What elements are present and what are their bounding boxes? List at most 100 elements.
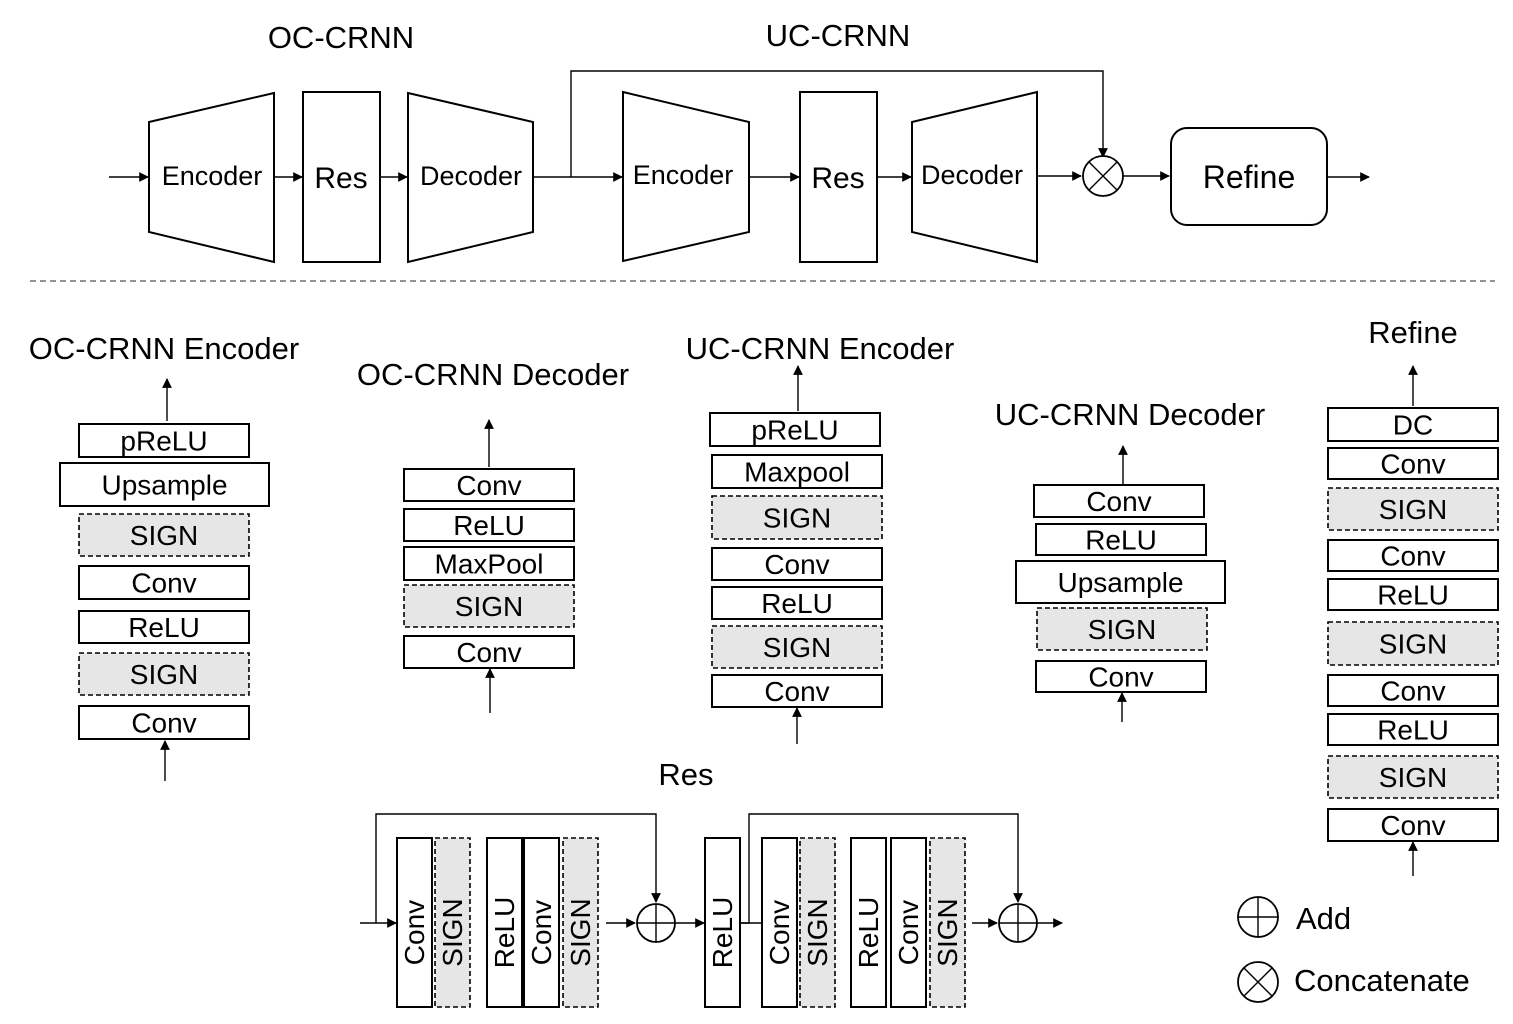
uc-decoder-detail-title: UC-CRNN Decoder	[995, 397, 1265, 432]
uc-encoder-sign-layer	[711, 495, 883, 540]
res-detail-title: Res	[658, 757, 713, 792]
oc-crnn-title: OC-CRNN	[268, 20, 414, 55]
oc-decoder-sign-layer	[403, 584, 575, 628]
oc-decoder-relu-layer	[403, 508, 575, 542]
res-sign-label: SIGN	[565, 898, 596, 966]
uc-encoder-conv-layer	[711, 674, 883, 708]
oc-encoder-sign-label: SIGN	[130, 659, 198, 690]
refine-conv-layer	[1327, 539, 1499, 572]
res-conv-label: Conv	[526, 900, 557, 965]
uc-decoder-conv-label: Conv	[1088, 662, 1153, 693]
uc-decoder-conv-layer	[1035, 660, 1207, 693]
oc-decoder-conv-layer	[403, 468, 575, 502]
uc-encoder-label: Encoder	[633, 160, 734, 190]
oc-encoder-prelu-label: pReLU	[120, 426, 207, 457]
uc-encoder-prelu-layer	[709, 412, 881, 447]
res-sign-layer	[434, 837, 471, 1008]
uc-res-label: Res	[811, 162, 864, 195]
refine-conv-label: Conv	[1380, 541, 1445, 572]
uc-encoder-sign-layer	[711, 625, 883, 669]
oc-decoder-maxpool-layer	[403, 546, 575, 581]
oc-encoder-upsample-layer	[59, 462, 270, 507]
oc-encoder-sign-layer	[78, 513, 250, 557]
res-skip-1	[375, 813, 661, 923]
uc-encoder-sign-label: SIGN	[763, 503, 831, 534]
res-conv-label: Conv	[764, 900, 795, 965]
uc-encoder-conv-label: Conv	[764, 676, 829, 707]
uc-encoder-detail-title: UC-CRNN Encoder	[686, 331, 955, 366]
res-conv-layer	[761, 837, 798, 1008]
oc-decoder-conv-label: Conv	[456, 637, 521, 668]
refine-sign-layer	[1327, 755, 1499, 799]
oc-decoder-conv-label: Conv	[456, 470, 521, 501]
uc-encoder-block	[622, 90, 750, 263]
concatenate-icon	[1237, 961, 1279, 1003]
oc-encoder-relu-label: ReLU	[128, 612, 200, 643]
oc-encoder-conv-layer	[78, 565, 250, 600]
uc-decoder-sign-label: SIGN	[1088, 614, 1156, 645]
res-sign-layer	[799, 837, 836, 1008]
oc-encoder-block	[148, 91, 275, 264]
uc-decoder-relu-label: ReLU	[1085, 525, 1157, 556]
oc-encoder-conv-label: Conv	[131, 708, 196, 739]
uc-crnn-title: UC-CRNN	[766, 18, 911, 53]
oc-res-label: Res	[314, 162, 367, 195]
refine-dc-label: DC	[1393, 410, 1433, 441]
res-sign-layer	[929, 837, 966, 1008]
oc-encoder-conv-layer	[78, 705, 250, 740]
refine-conv-layer	[1327, 808, 1499, 842]
uc-encoder-relu-label: ReLU	[761, 588, 833, 619]
oc-decoder-label: Decoder	[420, 161, 522, 191]
oc-decoder-detail-title: OC-CRNN Decoder	[357, 357, 629, 392]
oc-encoder-label: Encoder	[162, 161, 263, 191]
refine-conv-layer	[1327, 447, 1499, 480]
uc-decoder-label: Decoder	[921, 160, 1023, 190]
uc-decoder-upsample-layer	[1015, 560, 1226, 604]
oc-encoder-sign-label: SIGN	[130, 520, 198, 551]
refine-conv-label: Conv	[1380, 449, 1445, 480]
uc-decoder-block	[911, 90, 1038, 264]
refine-detail-title: Refine	[1368, 315, 1458, 350]
uc-decoder-conv-layer	[1033, 484, 1205, 518]
legend-concatenate-label: Concatenate	[1294, 963, 1470, 998]
oc-encoder-relu-layer	[78, 610, 250, 644]
res-relu-layer	[850, 837, 887, 1008]
refine-relu-label: ReLU	[1377, 715, 1449, 746]
res-conv-label: Conv	[399, 900, 430, 965]
res-relu-label: ReLU	[853, 897, 884, 969]
refine-sign-layer	[1327, 621, 1499, 666]
refine-conv-label: Conv	[1380, 810, 1445, 841]
uc-encoder-maxpool-layer	[711, 454, 883, 489]
res-conv-layer	[396, 837, 433, 1008]
refine-sign-label: SIGN	[1379, 762, 1447, 793]
res-relu-layer	[704, 837, 741, 1008]
res-relu-label: ReLU	[489, 897, 520, 969]
legend-add-label: Add	[1296, 901, 1351, 936]
oc-res-block	[302, 91, 381, 263]
refine-sign-label: SIGN	[1379, 494, 1447, 525]
res-conv-layer	[890, 837, 927, 1008]
skip-connection	[570, 70, 1108, 177]
uc-encoder-relu-layer	[711, 586, 883, 620]
uc-encoder-conv-layer	[711, 547, 883, 581]
oc-decoder-maxpool-label: MaxPool	[435, 549, 544, 580]
oc-decoder-relu-label: ReLU	[453, 510, 525, 541]
refine-conv-label: Conv	[1380, 676, 1445, 707]
oc-decoder-block	[407, 91, 534, 264]
res-sign-label: SIGN	[802, 898, 833, 966]
res-conv-layer	[523, 837, 560, 1008]
uc-decoder-conv-label: Conv	[1086, 486, 1151, 517]
refine-dc-layer	[1327, 407, 1499, 442]
refine-conv-layer	[1327, 674, 1499, 707]
uc-decoder-upsample-label: Upsample	[1057, 567, 1183, 598]
refine-sign-layer	[1327, 487, 1499, 531]
refine-block-label: Refine	[1203, 159, 1296, 195]
add-icon	[636, 903, 676, 943]
uc-encoder-sign-label: SIGN	[763, 632, 831, 663]
refine-sign-label: SIGN	[1379, 629, 1447, 660]
res-sign-label: SIGN	[932, 898, 963, 966]
